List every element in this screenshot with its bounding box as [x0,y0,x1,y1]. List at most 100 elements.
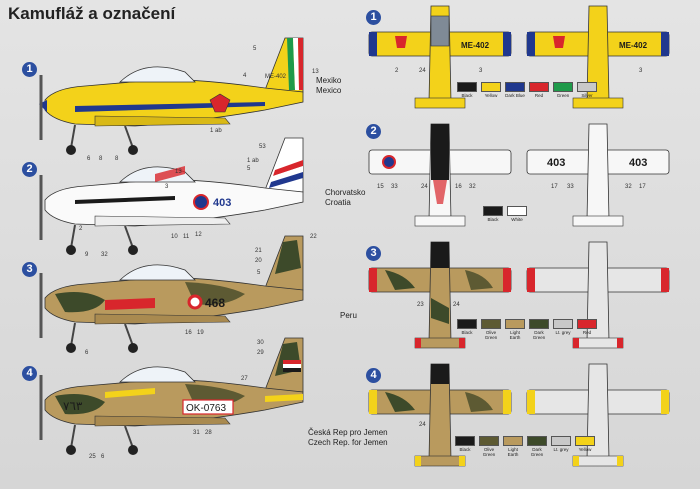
plan-number-4: 4 [366,368,381,383]
svg-text:23: 23 [417,302,424,308]
side-view-peru: 468 22 21 20 16 19 6 5 [39,234,317,356]
swatch: Black [457,319,477,340]
svg-text:6: 6 [85,350,89,356]
swatch: Dark Blue [505,82,525,98]
svg-text:19: 19 [197,330,204,336]
svg-text:33: 33 [567,184,574,190]
plan-view-3-top: 23 24 [368,241,512,349]
svg-text:53: 53 [259,144,266,150]
svg-text:28: 28 [205,430,212,436]
svg-text:6: 6 [101,454,105,460]
svg-text:10: 10 [171,234,178,240]
side-view-mexico: ME-402 5 4 13 1 ab 6 8 8 [39,37,319,162]
svg-text:21: 21 [255,248,262,254]
svg-text:30: 30 [257,340,264,346]
swatch-color [503,436,523,446]
swatch: Lt. grey [551,436,571,457]
svg-text:5: 5 [257,270,261,276]
swatch: Yellow [481,82,501,98]
swatch: Red [577,319,597,340]
swatch-color [457,319,477,329]
swatch-color [505,319,525,329]
palette-3: Black Olive Green Light Earth Dark Green… [457,319,597,340]
swatch: Dark Green [527,436,547,457]
svg-text:ME-402: ME-402 [461,41,490,50]
svg-text:31: 31 [193,430,200,436]
swatch-color [529,319,549,329]
svg-text:403: 403 [547,157,565,169]
swatch: Dark Green [529,319,549,340]
svg-text:13: 13 [312,69,319,75]
swatch-color [553,82,573,92]
svg-text:3: 3 [479,68,483,74]
swatch: Olive Green [481,319,501,340]
arabic-number: ٧٦٣ [63,399,83,413]
svg-text:12: 12 [195,232,202,238]
swatch-color [505,82,525,92]
plan-number-3: 3 [366,246,381,261]
svg-text:15: 15 [377,184,384,190]
swatch: Yellow [575,436,595,457]
svg-text:5: 5 [253,46,257,52]
swatch-color [479,436,499,446]
scheme-number-3: 3 [22,262,37,277]
svg-text:3: 3 [165,184,169,190]
svg-text:29: 29 [257,350,264,356]
svg-text:8: 8 [99,156,103,162]
svg-text:ME-402: ME-402 [619,41,648,50]
plan-number-2: 2 [366,124,381,139]
swatch-color [457,82,477,92]
svg-text:20: 20 [255,258,262,264]
svg-text:16: 16 [185,330,192,336]
svg-text:8: 8 [115,156,119,162]
svg-text:33: 33 [391,184,398,190]
plan-view-4-top: 24 [368,363,512,467]
reg-side-2: 403 [213,197,231,209]
svg-text:24: 24 [421,184,428,190]
svg-text:16: 16 [455,184,462,190]
swatch-color [577,82,597,92]
svg-text:24: 24 [419,422,426,428]
svg-text:32: 32 [469,184,476,190]
svg-text:22: 22 [310,234,317,240]
svg-text:24: 24 [419,68,426,74]
swatch: Lt. grey [553,319,573,340]
plan-view-2-bottom: 403 403 17 33 32 17 [526,123,670,227]
country-label-3: Peru [340,311,357,320]
plan-view-1-bottom: ME-402 3 [526,5,670,109]
svg-text:32: 32 [625,184,632,190]
plan-view-3-bottom [526,241,670,349]
reg-side-3: 468 [205,296,225,310]
swatch: Green [553,82,573,98]
swatch-color [481,82,501,92]
svg-text:27: 27 [241,376,248,382]
swatch-color [481,319,501,329]
svg-text:9: 9 [85,252,89,258]
svg-text:17: 17 [639,184,646,190]
scheme-number-4: 4 [22,366,37,381]
reg-side-1: ME-402 [265,74,287,80]
side-view-yemen: OK-0763 ٧٦٣ 30 29 27 31 28 25 6 [39,337,304,460]
swatch: Light Earth [505,319,525,340]
palette-2: Black White [483,206,527,222]
swatch-color [575,436,595,446]
svg-text:2: 2 [79,226,83,232]
svg-text:3: 3 [639,68,643,74]
swatch: Black [483,206,503,222]
svg-text:5: 5 [247,166,251,172]
svg-text:13: 13 [175,169,182,175]
swatch-color [577,319,597,329]
swatch: White [507,206,527,222]
svg-text:32: 32 [101,252,108,258]
side-view-croatia: 403 53 1 ab 13 5 3 10 11 12 2 9 32 [39,137,304,258]
svg-text:17: 17 [551,184,558,190]
swatch-color [551,436,571,446]
swatch-color [527,436,547,446]
svg-text:25: 25 [89,454,96,460]
swatch-color [529,82,549,92]
swatch: Red [529,82,549,98]
svg-text:6: 6 [87,156,91,162]
